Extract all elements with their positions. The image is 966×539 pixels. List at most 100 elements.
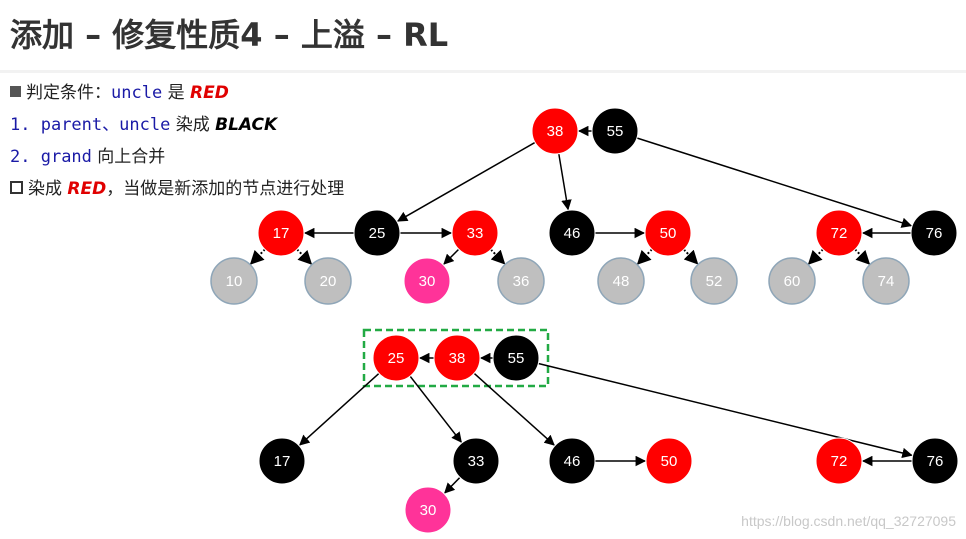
node-label: 46	[564, 225, 581, 242]
rule-recolor: 染成 RED，当做是新添加的节点进行处理	[10, 174, 344, 199]
rule-condition-code: uncle	[111, 83, 163, 103]
tree-node-b30: 30	[404, 486, 452, 534]
tree-node-b38: 38	[433, 334, 481, 382]
rule-condition-prefix: 判定条件：	[26, 83, 111, 103]
node-label: 50	[661, 453, 678, 470]
tree-node-t76: 76	[910, 209, 958, 257]
rule-condition-red: RED	[190, 83, 229, 103]
node-circle	[548, 209, 596, 257]
tree-node-t10: 10	[210, 257, 258, 305]
rule-recolor-prefix: 染成	[28, 179, 68, 199]
node-label: 72	[831, 225, 848, 242]
watermark: https://blog.csdn.net/qq_32727095	[741, 513, 956, 529]
tree-node-t60: 60	[768, 257, 816, 305]
rule-step-2-num: 2.	[10, 147, 41, 167]
edge-t50-t52	[683, 248, 699, 265]
rule-step-1: 1. parent、uncle 染成 BLACK	[10, 110, 277, 135]
node-label: 30	[419, 273, 436, 290]
rule-step-1-black: BLACK	[215, 115, 278, 135]
node-label: 33	[468, 453, 485, 470]
node-circle	[452, 437, 500, 485]
tree-node-t72: 72	[815, 209, 863, 257]
edge-b33-b30	[444, 476, 461, 494]
title-divider	[0, 70, 966, 73]
tree-node-t55: 55	[591, 107, 639, 155]
merged-node-highlight	[362, 328, 550, 388]
edge-b25-b17	[299, 372, 380, 446]
node-label: 60	[784, 273, 801, 290]
hollow-square-bullet-icon	[10, 181, 23, 194]
node-circle	[548, 437, 596, 485]
node-circle	[258, 437, 306, 485]
node-circle	[403, 257, 451, 305]
tree-node-t46: 46	[548, 209, 596, 257]
tree-node-b33: 33	[452, 437, 500, 485]
edge-t38-t46	[558, 153, 572, 211]
edge-t17-t10	[249, 248, 266, 265]
node-label: 46	[564, 453, 581, 470]
node-circle	[644, 209, 692, 257]
node-label: 10	[226, 273, 243, 290]
rule-recolor-red: RED	[67, 179, 107, 199]
rule-recolor-suffix: ，当做是新添加的节点进行处理	[106, 179, 345, 199]
edge-t33-t36	[490, 248, 506, 265]
edge-t38-t25	[396, 141, 536, 222]
tree-node-b46: 46	[548, 437, 596, 485]
node-circle	[645, 437, 693, 485]
node-label: 52	[706, 273, 723, 290]
tree-nodes: 38 55 17 25 33 46 50 72 76 10 20 30 36 48 52 60 74 25 38 55…	[210, 107, 959, 534]
node-label: 17	[274, 453, 291, 470]
node-label: 55	[607, 123, 624, 140]
filled-square-bullet-icon	[10, 86, 21, 97]
node-label: 50	[660, 225, 677, 242]
rule-step-1-mid: 染成	[170, 115, 216, 135]
node-label: 30	[420, 502, 437, 519]
rule-step-2-code: grand	[40, 147, 92, 167]
node-circle	[497, 257, 545, 305]
node-circle	[433, 334, 481, 382]
node-circle	[815, 209, 863, 257]
node-label: 72	[831, 453, 848, 470]
edge-t55-t76	[636, 137, 913, 228]
rule-step-1-code: parent、uncle	[40, 115, 171, 135]
tree-node-b50: 50	[645, 437, 693, 485]
rule-step-2-mid: 向上合并	[91, 147, 166, 167]
tree-node-b25: 25	[372, 334, 420, 382]
tree-node-b76: 76	[911, 437, 959, 485]
node-label: 25	[388, 350, 405, 367]
edge-t72-t74	[854, 248, 871, 265]
tree-node-t33: 33	[451, 209, 499, 257]
node-circle	[531, 107, 579, 155]
tree-edges	[249, 125, 913, 494]
edge-t50-t48	[636, 248, 653, 265]
node-label: 25	[369, 225, 386, 242]
node-circle	[210, 257, 258, 305]
node-circle	[492, 334, 540, 382]
node-label: 36	[513, 273, 530, 290]
tree-node-t25: 25	[353, 209, 401, 257]
edge-t72-t60	[807, 248, 824, 265]
node-label: 74	[878, 273, 895, 290]
node-label: 38	[449, 350, 466, 367]
tree-node-t30: 30	[403, 257, 451, 305]
tree-node-t48: 48	[597, 257, 645, 305]
node-circle	[304, 257, 352, 305]
node-label: 33	[467, 225, 484, 242]
node-circle	[591, 107, 639, 155]
edge-b38-b46	[473, 372, 555, 446]
tree-node-t38: 38	[531, 107, 579, 155]
node-label: 38	[547, 123, 564, 140]
rule-condition: 判定条件：uncle 是 RED	[10, 78, 229, 103]
node-label: 20	[320, 273, 337, 290]
tree-node-t36: 36	[497, 257, 545, 305]
node-circle	[911, 437, 959, 485]
tree-node-t52: 52	[690, 257, 738, 305]
node-label: 55	[508, 350, 525, 367]
tree-node-b17: 17	[258, 437, 306, 485]
node-circle	[768, 257, 816, 305]
page-title: 添加 – 修复性质4 – 上溢 – RL	[10, 16, 449, 54]
node-circle	[404, 486, 452, 534]
tree-node-t17: 17	[257, 209, 305, 257]
node-label: 76	[926, 225, 943, 242]
edge-b25-b33	[409, 375, 462, 443]
